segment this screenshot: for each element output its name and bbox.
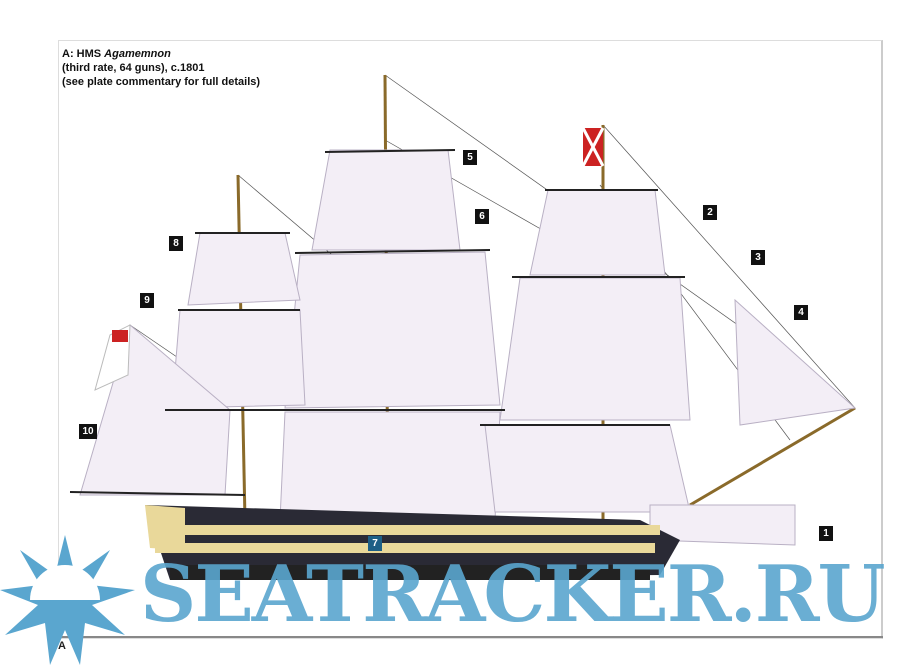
sun-logo-icon [0, 535, 135, 665]
main-course [279, 411, 501, 521]
callout-8: 8 [169, 236, 183, 251]
main-topgallant-sail [311, 149, 461, 251]
fore-course [484, 424, 691, 513]
plate-caption: A: HMS Agamemnon (third rate, 64 guns), … [62, 47, 260, 89]
caption-prefix: A: HMS [62, 48, 105, 60]
callout-3: 3 [751, 250, 765, 265]
callout-6: 6 [475, 209, 489, 224]
hull [145, 505, 680, 580]
bottom-rule [58, 636, 883, 638]
sails [79, 149, 857, 546]
callout-10: 10 [79, 424, 97, 439]
callout-7: 7 [368, 536, 382, 551]
callout-9: 9 [140, 293, 154, 308]
callout-2: 2 [703, 205, 717, 220]
main-topsail [284, 251, 501, 409]
callout-4: 4 [794, 305, 808, 320]
ship-name: Agamemnon [104, 48, 171, 60]
caption-line2: (third rate, 64 guns), c.1801 [62, 62, 205, 74]
mizzen-topgallant-sail [187, 232, 301, 306]
callout-5: 5 [463, 150, 477, 165]
plate-letter: A [58, 640, 66, 652]
fore-topsail [499, 277, 691, 421]
flags [94, 127, 605, 391]
watermark: SEATRACKER.RU [140, 549, 886, 640]
yards [69, 149, 685, 496]
callout-1: 1 [819, 526, 833, 541]
caption-line3: (see plate commentary for full details) [62, 76, 261, 88]
plate-frame [58, 40, 883, 639]
jib [734, 298, 857, 426]
fore-topgallant-sail [529, 189, 666, 276]
